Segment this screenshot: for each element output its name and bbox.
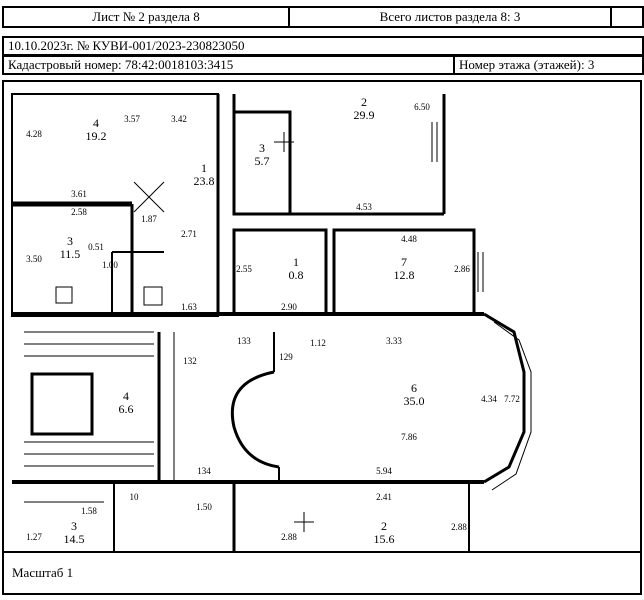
floor-plan-frame: 4 19.2 2 29.9 1 23.8 3 5.7 3 11.5 1 0.8 … xyxy=(2,80,642,595)
room-outline xyxy=(232,110,292,216)
floor-number: Номер этажа (этажей): 3 xyxy=(453,55,644,75)
dimension: 2.88 xyxy=(451,522,467,532)
dimension: 3.42 xyxy=(171,114,187,124)
room-area: 11.5 xyxy=(60,247,81,261)
dimension: 4.53 xyxy=(356,202,372,212)
room-area: 19.2 xyxy=(86,129,107,143)
dimension: 1.87 xyxy=(141,214,157,224)
dimension: 1.63 xyxy=(181,302,197,312)
dimension: 3.57 xyxy=(124,114,140,124)
room-number: 6 xyxy=(411,381,417,395)
dimension: 3.33 xyxy=(386,336,402,346)
bay-window xyxy=(483,312,526,484)
dimension: 1.58 xyxy=(81,506,97,516)
header-blank-cell xyxy=(610,6,644,28)
room-number: 3 xyxy=(71,519,77,533)
room-area: 5.7 xyxy=(255,154,270,168)
dimension: 0.51 xyxy=(88,242,104,252)
room-number: 2 xyxy=(361,95,367,109)
room-number: 7 xyxy=(401,255,407,269)
room-number: 4 xyxy=(123,389,129,403)
dimension: 2.41 xyxy=(376,492,392,502)
room-area: 6.6 xyxy=(119,402,134,416)
dimension: 4.28 xyxy=(26,129,42,139)
room-area: 12.8 xyxy=(394,268,415,282)
total-sheets: Всего листов раздела 8: 3 xyxy=(288,6,612,28)
scale-label: Масштаб 1 xyxy=(12,565,74,580)
door-swing xyxy=(133,181,165,213)
cadastral-number: Кадастровый номер: 78:42:0018103:3415 xyxy=(2,55,455,75)
room-number: 1 xyxy=(201,161,207,175)
dimension: 2.71 xyxy=(181,229,197,239)
dimension: 2.88 xyxy=(281,532,297,542)
dimension: 3.50 xyxy=(26,254,42,264)
dimension: 4.34 xyxy=(481,394,497,404)
dimension: 2.58 xyxy=(71,207,87,217)
room-area: 35.0 xyxy=(404,394,425,408)
stair-steps xyxy=(24,331,154,467)
floor-plan: 4 19.2 2 29.9 1 23.8 3 5.7 3 11.5 1 0.8 … xyxy=(11,93,532,552)
dimension: 3.61 xyxy=(71,189,87,199)
dimension: 2.90 xyxy=(281,302,297,312)
room-number: 4 xyxy=(93,116,99,130)
room-area: 29.9 xyxy=(354,108,375,122)
dimension: 7.86 xyxy=(401,432,417,442)
dimension: 5.94 xyxy=(376,466,392,476)
fixture xyxy=(143,286,163,306)
room-outline xyxy=(332,228,476,316)
room-area: 14.5 xyxy=(64,532,85,546)
sheet-number: Лист № 2 раздела 8 xyxy=(2,6,290,28)
room-number: 3 xyxy=(259,141,265,155)
dimension: 10 xyxy=(130,492,140,502)
date-reference: 10.10.2023г. № КУВИ-001/2023-230823050 xyxy=(2,36,644,56)
room-area: 15.6 xyxy=(374,532,395,546)
dimension: 1.27 xyxy=(26,532,42,542)
dimension: 2.86 xyxy=(454,264,470,274)
scale-row: Масштаб 1 xyxy=(4,551,640,593)
dimension: 6.50 xyxy=(414,102,430,112)
room-area: 23.8 xyxy=(194,174,215,188)
dimension: 1.00 xyxy=(102,260,118,270)
bay-window-inner xyxy=(491,321,532,491)
dimension: 132 xyxy=(183,356,197,366)
stair-landing xyxy=(30,372,94,436)
dimension: 4.48 xyxy=(401,234,417,244)
dimension: 1.12 xyxy=(310,338,326,348)
dimension: 134 xyxy=(197,466,211,476)
dimension: 7.72 xyxy=(504,394,520,404)
room-number: 1 xyxy=(293,255,299,269)
room-outline xyxy=(232,228,328,316)
dimension: 133 xyxy=(237,336,251,346)
arch xyxy=(230,370,280,469)
dimension: 129 xyxy=(279,352,293,362)
room-area: 0.8 xyxy=(289,268,304,282)
dimension: 1.50 xyxy=(196,502,212,512)
room-number: 2 xyxy=(381,519,387,533)
dimension: 2.55 xyxy=(236,264,252,274)
room-number: 3 xyxy=(67,234,73,248)
fixture xyxy=(55,286,73,304)
